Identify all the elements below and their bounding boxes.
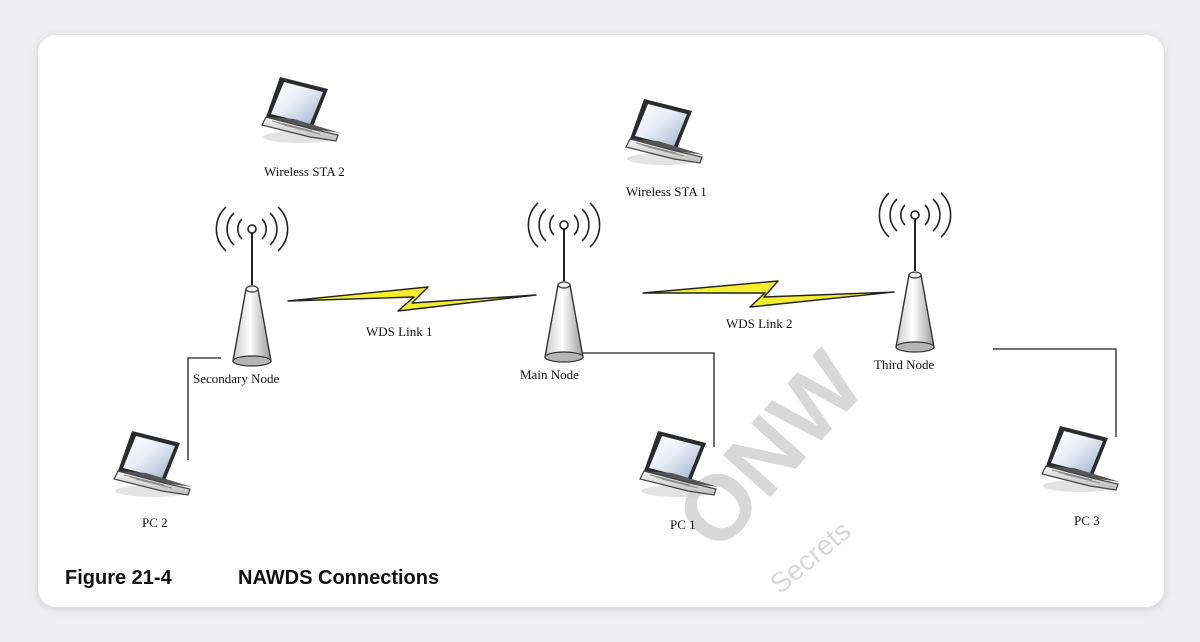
- label-secondary-node: Secondary Node: [193, 371, 280, 386]
- secondary-node-ap-icon: [215, 206, 289, 367]
- wds-link-1-bolt: [287, 286, 537, 312]
- pc-2-laptop-icon: [113, 430, 193, 498]
- wire-main-pc1: [578, 352, 715, 447]
- figure-title: NAWDS Connections: [238, 567, 439, 589]
- label-wireless-sta-2: Wireless STA 2: [264, 164, 345, 179]
- main-node-ap-icon: [527, 202, 601, 363]
- label-wds-link-2: WDS Link 2: [726, 316, 792, 331]
- watermark-small: Secrets: [764, 515, 857, 600]
- figure-number: Figure 21-4: [65, 567, 173, 589]
- nawds-diagram: ONW Secrets Wireless STA 2 Wireless STA …: [65, 76, 1121, 600]
- figure-card: ONW Secrets Wireless STA 2 Wireless STA …: [38, 35, 1164, 607]
- wire-third-pc3: [993, 348, 1117, 437]
- label-pc-1: PC 1: [670, 517, 696, 532]
- label-main-node: Main Node: [520, 367, 579, 382]
- label-pc-3: PC 3: [1074, 513, 1100, 528]
- wireless-sta-1-laptop-icon: [625, 98, 705, 166]
- pc-3-laptop-icon: [1041, 425, 1121, 493]
- wire-secondary-pc2: [187, 357, 221, 460]
- wireless-sta-2-laptop-icon: [261, 76, 341, 144]
- label-pc-2: PC 2: [142, 515, 168, 530]
- label-wireless-sta-1: Wireless STA 1: [626, 184, 707, 199]
- wds-link-2-bolt: [642, 280, 895, 308]
- label-third-node: Third Node: [874, 357, 935, 372]
- third-node-ap-icon: [878, 192, 952, 353]
- label-wds-link-1: WDS Link 1: [366, 324, 432, 339]
